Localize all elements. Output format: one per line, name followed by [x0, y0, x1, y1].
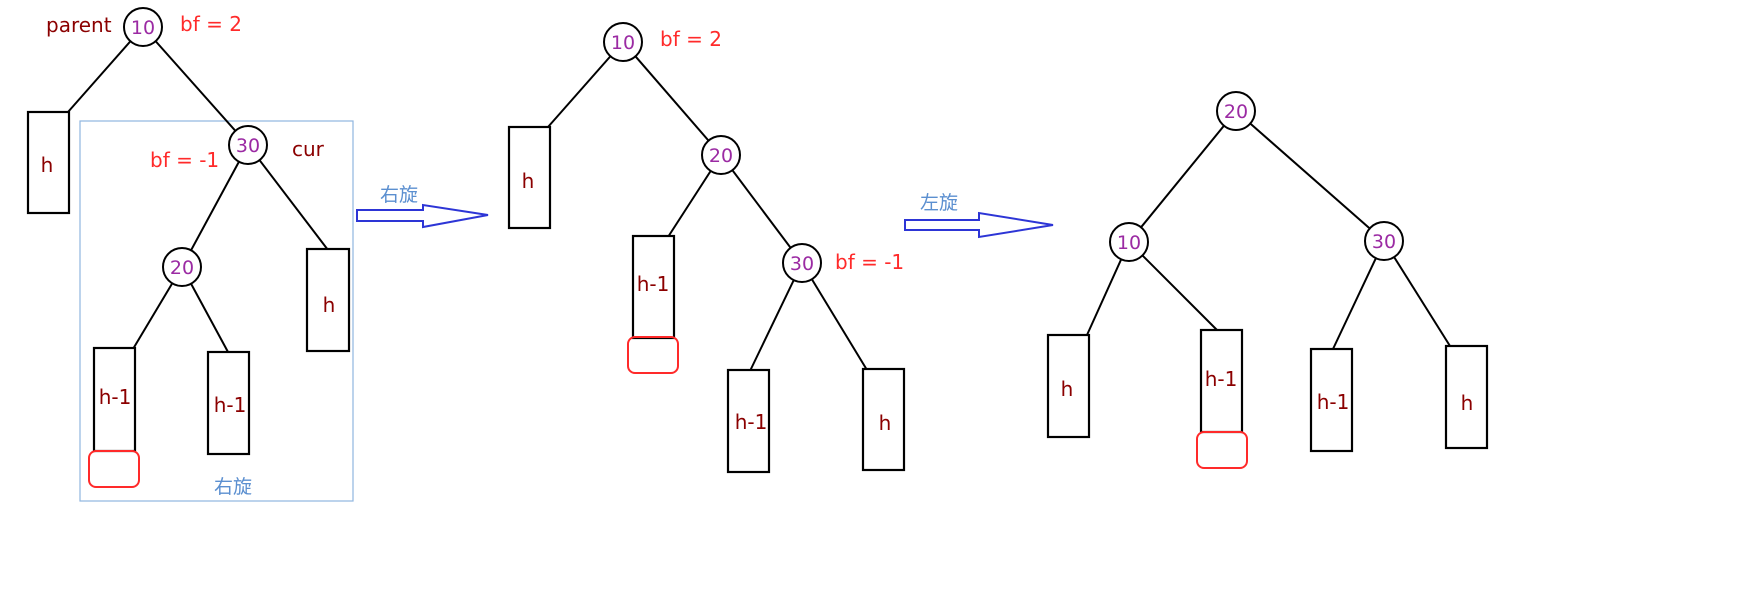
subtree-h	[507, 125, 552, 230]
bf-label: bf = 2	[180, 12, 242, 36]
bf-label: bf = -1	[835, 250, 904, 274]
bf-label: bf = 2	[660, 27, 722, 51]
parent-label: parent	[46, 13, 112, 37]
arrow-1-shape	[356, 203, 489, 229]
arrow-right-rotation: 右旋	[356, 184, 489, 229]
highlight-box	[79, 120, 354, 502]
node-value: 10	[1117, 232, 1141, 254]
node-30-cur	[228, 125, 268, 165]
subtree-label: h	[1061, 377, 1074, 401]
node-20	[162, 247, 202, 287]
node-10-parent	[123, 7, 163, 47]
added-leaf-marker	[88, 450, 140, 488]
arrow-left-rotation: 左旋	[904, 192, 1054, 239]
subtree-label: h-1	[214, 393, 247, 417]
cur-label: cur	[292, 137, 325, 161]
subtree-h-right	[305, 247, 351, 353]
subtree-label: h	[879, 411, 892, 435]
arrow-2-shape	[904, 211, 1054, 239]
subtree-label: h	[41, 153, 54, 177]
subtree-h-1-inner-left	[92, 346, 137, 453]
subtree-h-right-right	[861, 367, 906, 472]
stage-2: 10 20 30 h h-1 h-1 h bf = 2 bf = -1	[507, 22, 906, 474]
node-value: 10	[131, 17, 155, 39]
subtree-label: h-1	[99, 385, 132, 409]
bf-label: bf = -1	[150, 148, 219, 172]
subtree-label: h-1	[735, 410, 768, 434]
subtree-label: h	[1461, 391, 1474, 415]
node-30	[1364, 221, 1404, 261]
subtree-h-right-right	[1444, 344, 1489, 450]
node-20	[701, 135, 741, 175]
subtree-label: h	[323, 293, 336, 317]
rotation-label: 左旋	[920, 192, 958, 214]
stage-3: 20 10 30 h h-1 h-1 h	[1046, 91, 1489, 469]
subtree-label: h-1	[1317, 390, 1350, 414]
rotation-caption: 右旋	[214, 476, 252, 498]
subtree-h-1-left-right	[1199, 328, 1244, 434]
node-30	[782, 243, 822, 283]
node-value: 20	[1224, 101, 1248, 123]
subtree-label: h-1	[637, 272, 670, 296]
subtree-h-left-left	[1046, 333, 1091, 439]
node-value: 30	[236, 135, 260, 157]
subtree-h-1-right-left	[726, 368, 771, 474]
added-leaf-marker	[627, 336, 679, 374]
node-20	[1216, 91, 1256, 131]
node-value: 30	[790, 253, 814, 275]
node-value: 10	[611, 32, 635, 54]
node-10	[603, 22, 643, 62]
subtree-label: h	[522, 169, 535, 193]
node-value: 20	[709, 145, 733, 167]
node-value: 20	[170, 257, 194, 279]
subtree-h-1-inner-right	[206, 350, 251, 456]
subtree-label: h-1	[1205, 367, 1238, 391]
node-value: 30	[1372, 231, 1396, 253]
stage-1: 10 30 20 h h h-1 h-1 parent cur bf = 2 b…	[26, 7, 354, 502]
rotation-label: 右旋	[380, 184, 418, 206]
node-10	[1109, 222, 1149, 262]
added-leaf-marker	[1196, 431, 1248, 469]
subtree-h-left	[26, 110, 71, 215]
subtree-h-1-right-left	[1309, 347, 1354, 453]
